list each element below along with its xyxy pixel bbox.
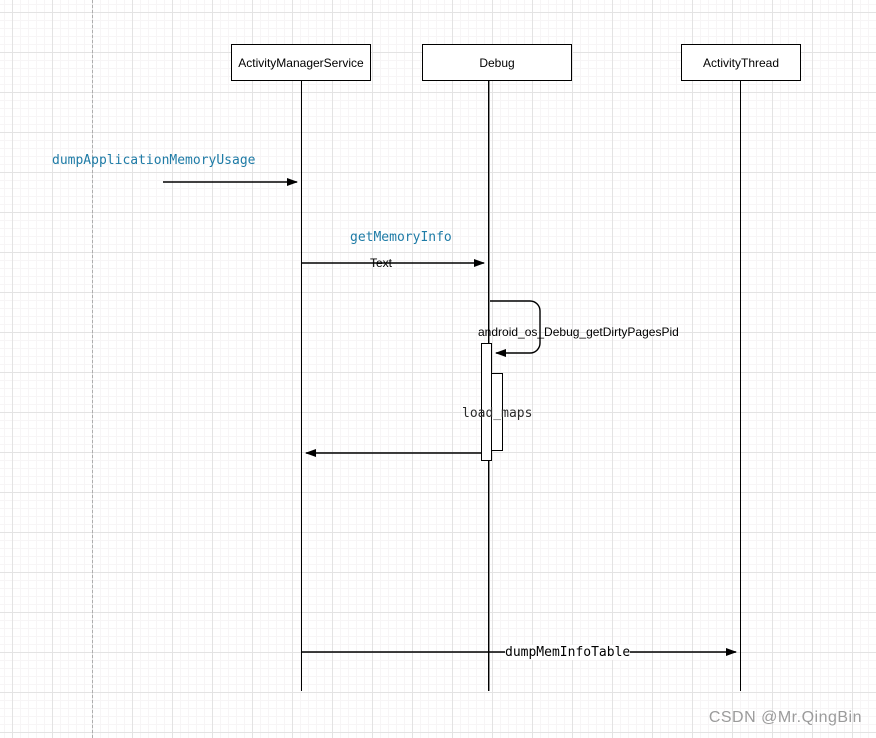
actor-debug: Debug (422, 44, 572, 81)
activation-bar-debug-inner (491, 373, 503, 451)
lifeline-activitymanagerservice (301, 81, 302, 691)
page-boundary-line (92, 0, 93, 738)
actor-label: ActivityThread (702, 55, 780, 70)
actor-label: ActivityManagerService (238, 55, 364, 70)
label-load-maps: load_maps (462, 406, 533, 421)
label-dump-application-memory-usage: dumpApplicationMemoryUsage (52, 153, 256, 168)
label-dump-mem-info-table: dumpMemInfoTable (505, 645, 631, 660)
lifeline-activitythread (740, 81, 741, 691)
watermark-text: CSDN @Mr.QingBin (708, 709, 862, 726)
label-android-os-debug-get-dirty-pages-pid: android_os_Debug_getDirtyPagesPid (478, 325, 679, 339)
label-get-memory-info: getMemoryInfo (350, 230, 452, 245)
actor-activitythread: ActivityThread (681, 44, 801, 81)
actor-label: Debug (479, 55, 515, 70)
actor-activitymanagerservice: ActivityManagerService (231, 44, 371, 81)
label-text: Text (370, 256, 393, 270)
